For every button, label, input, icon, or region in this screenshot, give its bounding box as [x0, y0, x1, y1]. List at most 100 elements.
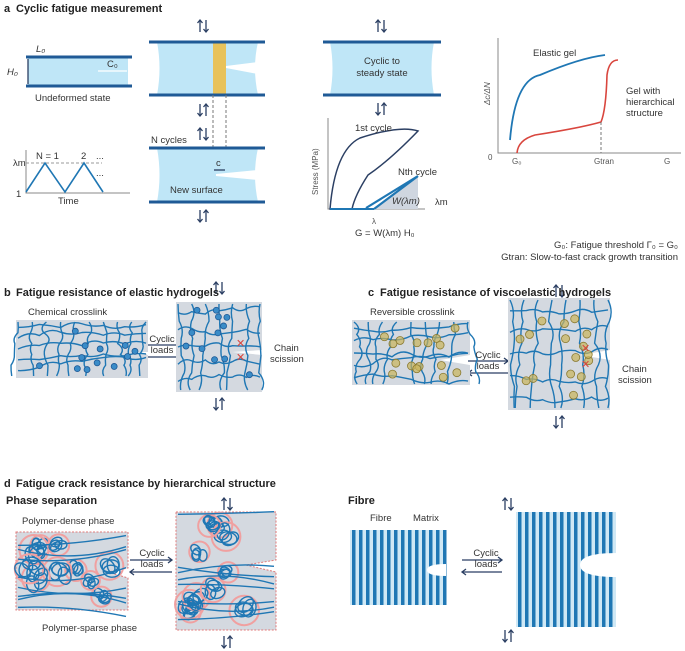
- sparse-phase-label: Polymer-sparse phase: [42, 623, 137, 634]
- crosslink-node: [131, 347, 139, 355]
- polymer-chain: [25, 575, 40, 594]
- n2-label: 2: [81, 151, 86, 162]
- crosslink-node: [78, 354, 86, 361]
- fibre-strand: [352, 530, 356, 605]
- fibre-strand: [539, 512, 543, 627]
- polymer-chain: [593, 299, 601, 409]
- polymer-chain: [353, 352, 469, 368]
- crosslink-node: [569, 390, 578, 400]
- polymer-chain: [57, 566, 72, 585]
- crosslink-node: [182, 342, 190, 350]
- fibre-label: Fibre: [370, 513, 392, 524]
- fibre-strand: [401, 530, 405, 605]
- polymer-chain: [177, 303, 186, 391]
- lambda-m-stress-label: λm: [435, 197, 448, 208]
- crosslink-node: [515, 334, 525, 344]
- fibre-composite-left: [350, 530, 447, 605]
- g-formula: G = W(λm) H₀: [355, 228, 415, 239]
- polymer-chain: [466, 321, 481, 385]
- scission-label-2: scission: [270, 354, 304, 365]
- time-label: Time: [58, 196, 79, 207]
- steady-label-1: Cyclic to: [364, 56, 400, 67]
- cyclic-label-1: Cyclic: [475, 350, 501, 361]
- crosslink-node: [71, 327, 79, 335]
- polymer-chain: [198, 548, 208, 562]
- polymer-chain: [177, 566, 275, 578]
- polymer-chain: [409, 321, 416, 385]
- polymer-chain: [28, 559, 46, 577]
- polymer-chain: [177, 358, 261, 365]
- polymer-chain: [207, 521, 221, 533]
- polymer-chain: [221, 531, 240, 547]
- dense-phase: [199, 576, 227, 604]
- polymer-network: [353, 321, 481, 385]
- one-label: 1: [16, 189, 21, 200]
- crosslink-label: Chemical crosslink: [28, 307, 107, 318]
- fibre-strand: [567, 512, 571, 627]
- steady-state-specimen: Cyclic to steady state: [323, 40, 441, 97]
- crosslink-node: [436, 361, 446, 370]
- fibre-strand: [525, 512, 529, 627]
- loading-waveform: N = 1 2 ... ... λm 1 Time: [13, 150, 130, 207]
- phase-separation-title: Phase separation: [6, 495, 97, 507]
- n-cycles-specimen: N cycles c New surface: [149, 135, 265, 204]
- polymer-chain: [177, 511, 275, 516]
- C0-label: C₀: [107, 59, 118, 70]
- hier-label-3: structure: [626, 108, 663, 119]
- crosslink-node: [412, 364, 422, 374]
- panel-a-letter: a: [4, 3, 11, 15]
- crosslink-node: [412, 338, 422, 348]
- polymer-chain: [17, 592, 127, 599]
- polymer-chain: [177, 603, 275, 612]
- crosslink-node: [435, 340, 445, 350]
- first-cycle-label: 1st cycle: [355, 123, 392, 134]
- undeformed-label: Undeformed state: [35, 93, 111, 104]
- fibre-strand: [387, 530, 391, 605]
- polymer-chain: [203, 514, 216, 528]
- polymer-chain: [205, 577, 220, 592]
- crosslink-node: [388, 339, 398, 349]
- panel-c-title: Fatigue resistance of viscoelastic hydro…: [380, 287, 611, 299]
- crosslink-node: [193, 306, 201, 314]
- fibre-strand: [532, 512, 536, 627]
- scission-x-icon: ✕: [581, 343, 590, 355]
- fibre-strand: [553, 512, 557, 627]
- crosslink-node: [537, 316, 547, 326]
- polymer-chain: [177, 600, 275, 605]
- fibre-strand: [422, 530, 426, 605]
- note-1: G₀: Fatigue threshold Γ₀ = G₀: [554, 240, 678, 251]
- polymer-chain: [509, 299, 516, 409]
- polymer-chain: [17, 606, 127, 618]
- L0-label: L₀: [36, 44, 45, 55]
- polymer-chain: [219, 566, 232, 578]
- n1-label: N = 1: [36, 151, 59, 162]
- panel-d-letter: d: [4, 478, 11, 490]
- cyclic-label-1: Cyclic: [473, 548, 499, 559]
- cyclic-label-2: loads: [141, 559, 164, 570]
- crosslink-node: [220, 322, 227, 330]
- zero-label: 0: [488, 153, 493, 162]
- dots-label-2: ...: [96, 168, 104, 179]
- crosslink-node: [96, 345, 104, 353]
- polymer-chain: [234, 601, 254, 616]
- polymer-chain: [177, 373, 261, 382]
- G0-label: G₀: [512, 157, 522, 166]
- polymer-chain: [84, 573, 95, 584]
- crosslink-node: [561, 334, 570, 344]
- crosslink-node: [221, 355, 229, 363]
- fibre-strand: [380, 530, 384, 605]
- note-2: Gtran: Slow-to-fast crack growth transit…: [501, 252, 678, 263]
- crosslink-node: [452, 368, 462, 378]
- fibre-strand: [366, 530, 370, 605]
- elastic-gel-label: Elastic gel: [533, 48, 576, 59]
- crosslink-node: [391, 358, 401, 368]
- fibre-strand: [394, 530, 398, 605]
- fibre-composite-right: [516, 512, 617, 627]
- crosslink-node: [198, 345, 206, 353]
- polymer-network: [10, 321, 147, 377]
- crosslink-node: [582, 329, 592, 339]
- panel-d: d Fatigue crack resistance by hierarchic…: [4, 478, 617, 634]
- polymer-network: [509, 299, 612, 409]
- crosslink-node: [576, 372, 586, 382]
